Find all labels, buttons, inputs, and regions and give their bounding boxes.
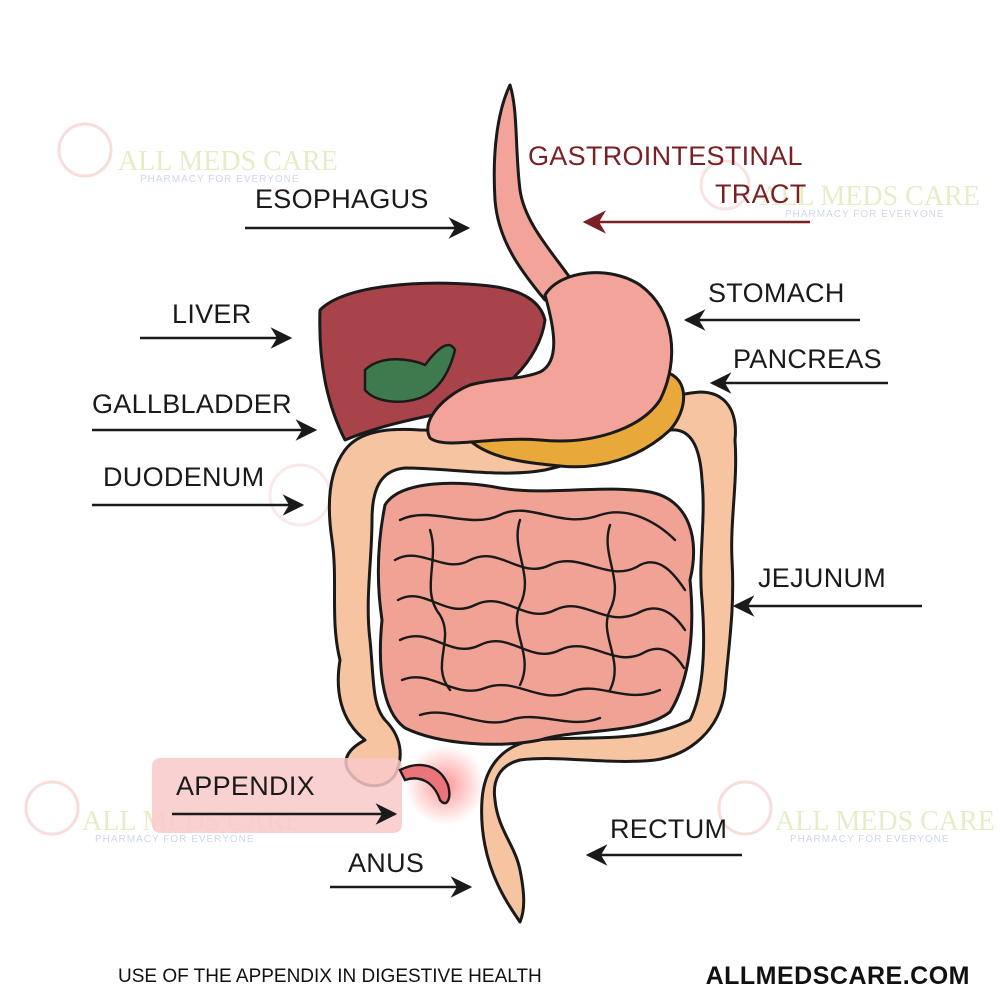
label-gallbladder-text: GALLBLADDER: [92, 389, 292, 419]
watermark-name: ALL MEDS CARE: [760, 181, 980, 212]
watermark-top-right: ALL MEDS CARE PHARMACY FOR EVERYONE: [699, 159, 980, 220]
gallbladder: [363, 343, 457, 403]
label-stomach: STOMACH: [683, 278, 860, 331]
title-line-2: TRACT: [715, 179, 807, 209]
watermark-name: ALL MEDS CARE: [118, 146, 338, 177]
watermark-logo-icon: [24, 780, 80, 836]
small-intestine: [376, 481, 696, 746]
stomach: [426, 271, 674, 445]
label-stomach-text: STOMACH: [708, 278, 845, 308]
watermark-tagline: PHARMACY FOR EVERYONE: [95, 834, 255, 845]
watermark-tagline: PHARMACY FOR EVERYONE: [785, 209, 945, 220]
label-esophagus: ESOPHAGUS: [245, 184, 471, 239]
title-line-1: GASTROINTESTINAL: [528, 141, 803, 171]
watermark-tagline: PHARMACY FOR EVERYONE: [790, 834, 950, 845]
title-label: GASTROINTESTINAL TRACT: [528, 141, 810, 234]
label-anus: ANUS: [330, 848, 473, 898]
label-liver: LIVER: [140, 299, 293, 349]
label-duodenum-text: DUODENUM: [103, 462, 264, 492]
appendix: [398, 763, 451, 805]
label-appendix: APPENDIX: [172, 771, 398, 825]
watermark-logo-icon: [699, 159, 751, 211]
watermark-logo-icon: [268, 463, 332, 527]
label-pancreas-text: PANCREAS: [733, 344, 882, 374]
label-pancreas: PANCREAS: [709, 344, 888, 394]
footer-site: ALLMEDSCARE.COM: [705, 962, 970, 990]
label-rectum-text: RECTUM: [610, 814, 727, 844]
label-duodenum: DUODENUM: [92, 462, 305, 516]
footer-caption: USE OF THE APPENDIX IN DIGESTIVE HEALTH: [118, 966, 542, 987]
label-liver-text: LIVER: [172, 299, 252, 329]
label-gallbladder: GALLBLADDER: [92, 389, 318, 441]
watermark-name: ALL MEDS CARE: [775, 806, 995, 837]
watermark-logo-icon: [57, 122, 113, 178]
label-jejunum: JEJUNUM: [732, 563, 922, 617]
watermark-bottom-right: ALL MEDS CARE PHARMACY FOR EVERYONE: [717, 780, 995, 845]
label-jejunum-text: JEJUNUM: [758, 563, 886, 593]
label-appendix-text: APPENDIX: [176, 771, 315, 801]
watermark-tagline: PHARMACY FOR EVERYONE: [140, 174, 300, 185]
label-esophagus-text: ESOPHAGUS: [255, 184, 429, 214]
watermark-logo-icon: [717, 780, 773, 836]
watermark-top-left: ALL MEDS CARE PHARMACY FOR EVERYONE: [57, 122, 338, 185]
label-rectum: RECTUM: [585, 814, 742, 866]
label-anus-text: ANUS: [348, 848, 424, 878]
esophagus: [492, 83, 577, 302]
